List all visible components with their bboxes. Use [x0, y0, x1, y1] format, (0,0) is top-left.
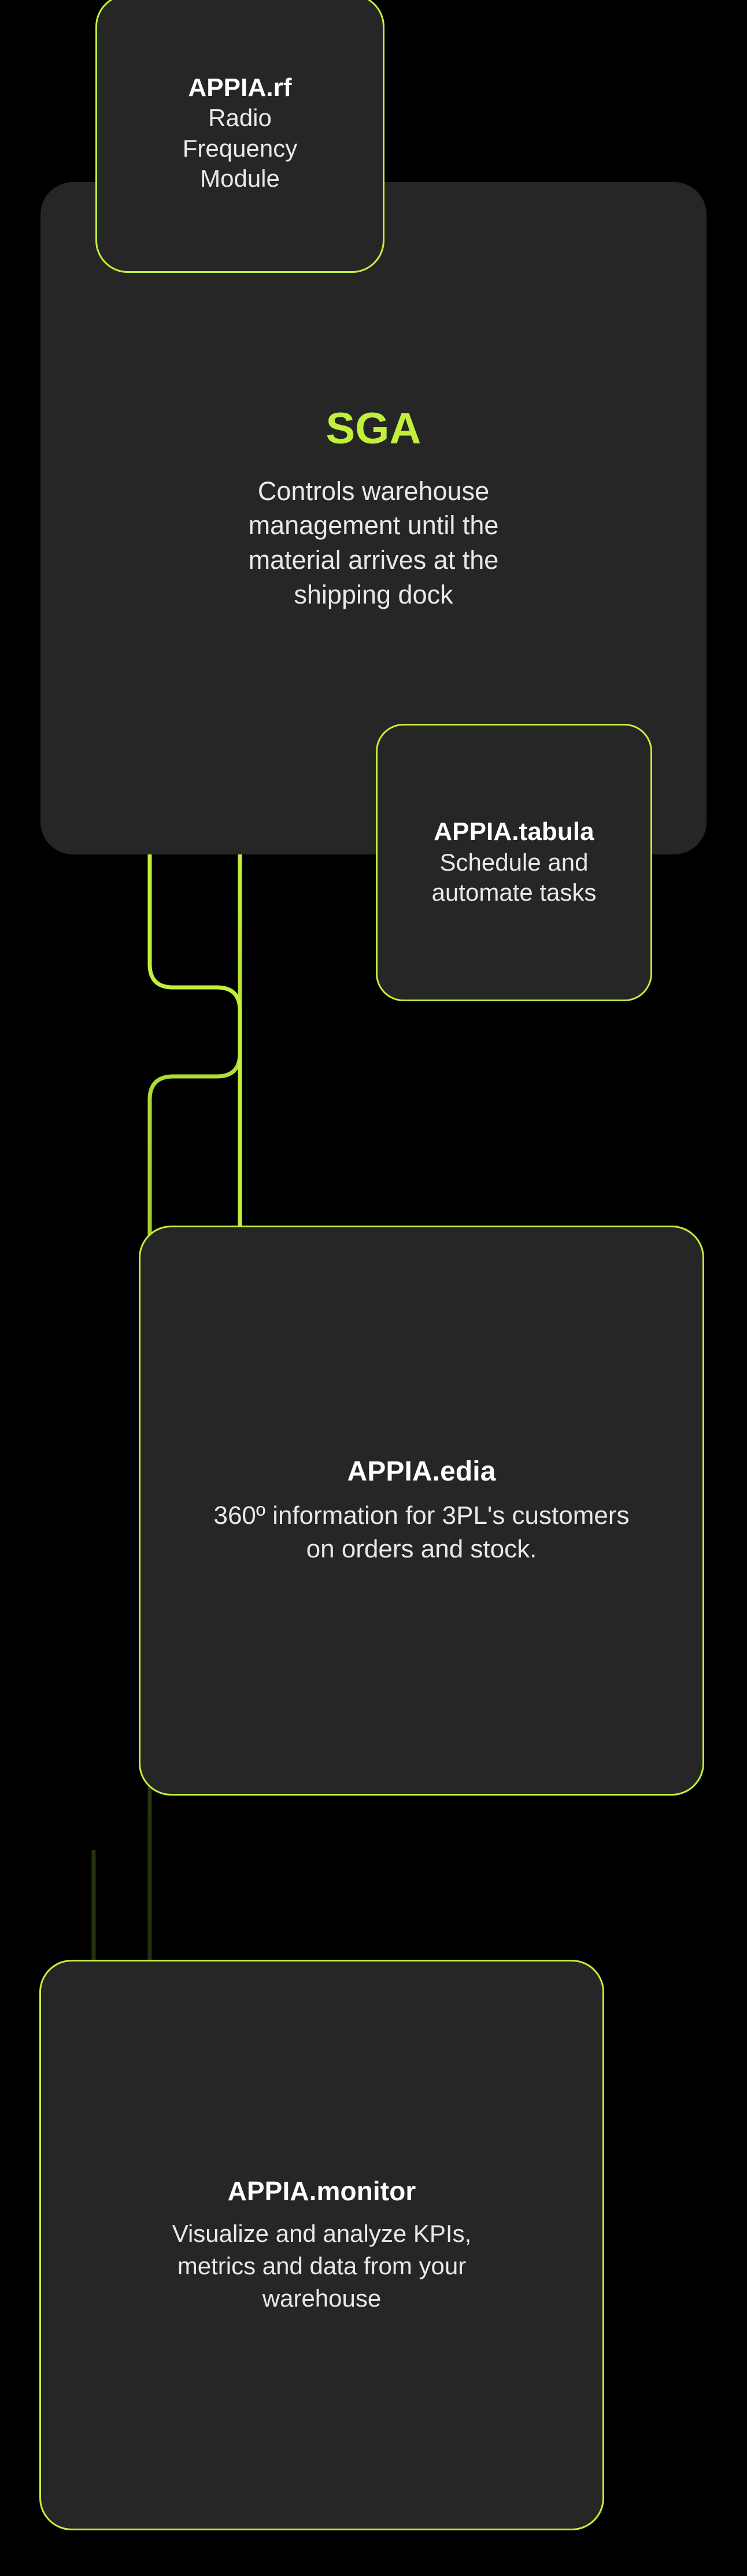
card-appia-rf-description: Radio Frequency Module: [182, 104, 298, 193]
card-appia-monitor-title: APPIA.monitor: [227, 2175, 416, 2206]
connector-sga-to-edia: [147, 854, 242, 1228]
card-appia-edia-description: 360º information for 3PL's customers on …: [213, 1501, 630, 1563]
card-appia-tabula-description: Schedule and automate tasks: [431, 848, 597, 906]
panel-sga-title: SGA: [326, 404, 421, 453]
card-appia-monitor[interactable]: APPIA.monitor Visualize and analyze KPIs…: [39, 1960, 604, 2530]
card-appia-monitor-description: Visualize and analyze KPIs, metrics and …: [172, 2219, 472, 2312]
card-appia-rf-title: APPIA.rf: [188, 73, 292, 102]
card-appia-edia-title: APPIA.edia: [347, 1456, 496, 1487]
card-appia-rf[interactable]: APPIA.rf Radio Frequency Module: [95, 0, 384, 273]
panel-sga-description: Controls warehouse management until the …: [248, 476, 499, 610]
card-appia-tabula[interactable]: APPIA.tabula Schedule and automate tasks: [376, 724, 652, 1001]
card-appia-tabula-title: APPIA.tabula: [434, 817, 594, 846]
card-appia-edia[interactable]: APPIA.edia 360º information for 3PL's cu…: [139, 1226, 704, 1796]
